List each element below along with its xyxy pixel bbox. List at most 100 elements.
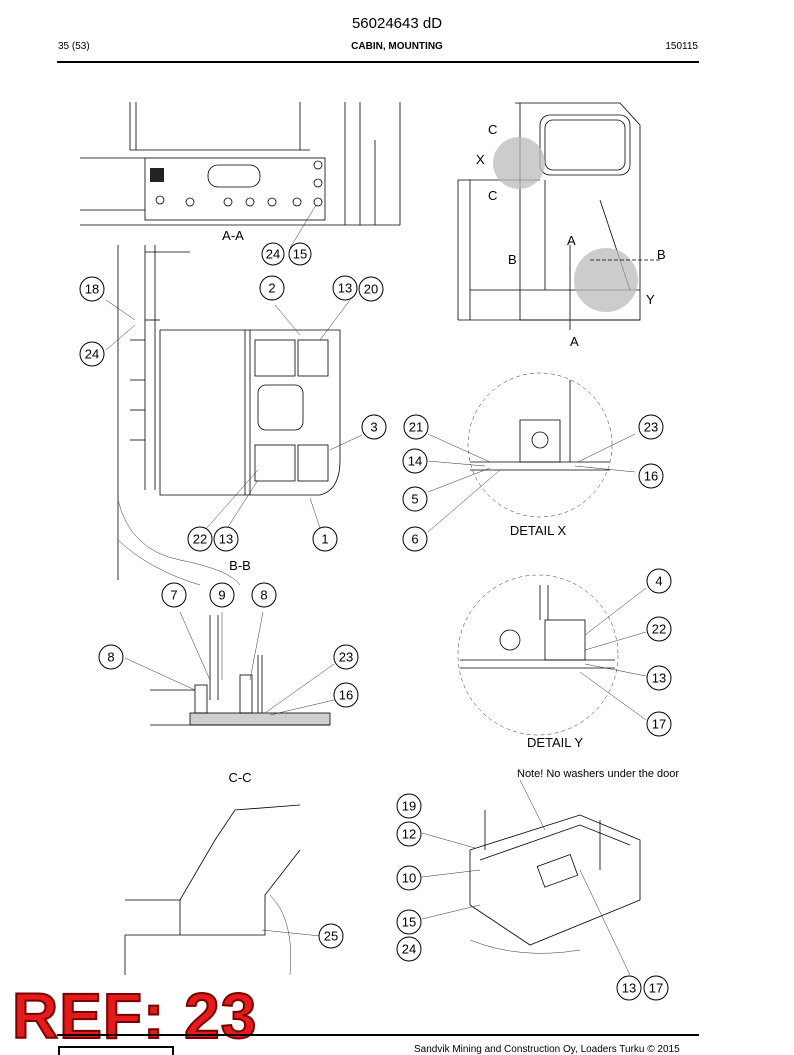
svg-text:6: 6: [411, 532, 418, 547]
svg-text:14: 14: [408, 454, 422, 469]
callout-x-21: 21: [403, 414, 429, 440]
callout-aa-24: 24: [261, 242, 285, 266]
overview-drawing: [457, 102, 660, 330]
svg-text:13: 13: [219, 532, 233, 547]
callout-d-19: 19: [396, 793, 422, 819]
callout-cc-16: 16: [333, 682, 359, 708]
section-title: CABIN, MOUNTING: [351, 41, 443, 52]
sandvik-logo: [58, 1046, 174, 1055]
svg-text:5: 5: [411, 492, 418, 507]
door-note: Note! No washers under the door: [517, 768, 679, 780]
marker-b-left: B: [508, 252, 517, 267]
ref-watermark: REF: 23: [11, 980, 258, 1052]
svg-text:9: 9: [218, 588, 225, 603]
svg-text:17: 17: [652, 717, 666, 732]
svg-text:3: 3: [370, 420, 377, 435]
svg-text:8: 8: [260, 588, 267, 603]
callout-bb-2: 2: [259, 275, 285, 301]
callout-y-13: 13: [646, 665, 672, 691]
callout-bb-1: 1: [312, 526, 338, 552]
marker-a-bottom: A: [570, 334, 579, 349]
svg-text:23: 23: [339, 650, 353, 665]
svg-text:16: 16: [339, 688, 353, 703]
callout-d-17: 17: [643, 975, 669, 1001]
svg-text:22: 22: [193, 532, 207, 547]
view-cc-label: C-C: [228, 770, 251, 785]
svg-text:24: 24: [266, 247, 280, 262]
callout-bb-3: 3: [361, 414, 387, 440]
svg-text:12: 12: [402, 827, 416, 842]
callout-y-22: 22: [646, 616, 672, 642]
callout-bb-24: 24: [79, 341, 105, 367]
svg-text:20: 20: [364, 282, 378, 297]
callout-bb-13b: 13: [213, 526, 239, 552]
detail-y-label: DETAIL Y: [527, 735, 583, 750]
marker-y: Y: [646, 292, 655, 307]
svg-text:7: 7: [170, 588, 177, 603]
callout-x-14: 14: [402, 448, 428, 474]
svg-text:24: 24: [402, 942, 416, 957]
svg-text:10: 10: [402, 871, 416, 886]
svg-text:24: 24: [85, 347, 99, 362]
callout-x-16: 16: [638, 463, 664, 489]
callout-y-4: 4: [646, 568, 672, 594]
svg-text:13: 13: [652, 671, 666, 686]
svg-text:25: 25: [324, 929, 338, 944]
callout-cc-8: 8: [251, 582, 277, 608]
detail-x-drawing: [427, 372, 636, 533]
page-number: 35 (53): [58, 41, 90, 52]
view-bb-drawing: [105, 245, 363, 586]
view-aa-label: A-A: [222, 228, 244, 243]
callout-d-12: 12: [396, 821, 422, 847]
svg-text:4: 4: [655, 574, 662, 589]
isometric-drawing: [421, 779, 641, 976]
svg-text:22: 22: [652, 622, 666, 637]
callout-y-17: 17: [646, 711, 672, 737]
callout-bb-18: 18: [79, 276, 105, 302]
svg-text:8: 8: [107, 650, 114, 665]
callout-d-25: 25: [318, 923, 344, 949]
svg-text:18: 18: [85, 282, 99, 297]
header-rule: [57, 61, 699, 63]
footer-rule: [57, 1034, 699, 1036]
svg-text:17: 17: [649, 981, 663, 996]
svg-text:15: 15: [293, 247, 307, 262]
marker-x: X: [476, 152, 485, 167]
callout-cc-7: 7: [161, 582, 187, 608]
callout-cc-23: 23: [333, 644, 359, 670]
svg-text:15: 15: [402, 915, 416, 930]
view-bb-label: B-B: [229, 558, 251, 573]
svg-text:13: 13: [622, 981, 636, 996]
svg-text:2: 2: [268, 281, 275, 296]
svg-text:19: 19: [402, 799, 416, 814]
svg-text:16: 16: [644, 469, 658, 484]
callout-bb-22: 22: [187, 526, 213, 552]
callout-bb-13: 13: [332, 275, 358, 301]
callout-d-15: 15: [396, 909, 422, 935]
callout-x-23: 23: [638, 414, 664, 440]
marker-a-top: A: [567, 233, 576, 248]
callout-x-5: 5: [402, 486, 428, 512]
svg-text:1: 1: [321, 532, 328, 547]
svg-text:23: 23: [644, 420, 658, 435]
callout-aa-15: 15: [288, 242, 312, 266]
callout-d-13: 13: [616, 975, 642, 1001]
door-view-drawing: [124, 804, 321, 976]
view-cc-drawing: [124, 611, 335, 726]
svg-text:21: 21: [409, 420, 423, 435]
callout-cc-8b: 8: [98, 644, 124, 670]
callout-d-10: 10: [396, 865, 422, 891]
svg-text:13: 13: [338, 281, 352, 296]
marker-c-bottom: C: [488, 188, 497, 203]
callout-bb-20: 20: [358, 276, 384, 302]
document-number: 56024643 dD: [351, 15, 443, 32]
callout-d-24: 24: [396, 936, 422, 962]
callout-cc-9: 9: [209, 582, 235, 608]
callout-x-6: 6: [402, 526, 428, 552]
revision-code: 150115: [665, 41, 698, 52]
detail-x-label: DETAIL X: [510, 523, 567, 538]
view-aa-drawing: [80, 102, 401, 249]
marker-c-top: C: [488, 122, 497, 137]
detail-y-drawing: [457, 574, 647, 736]
